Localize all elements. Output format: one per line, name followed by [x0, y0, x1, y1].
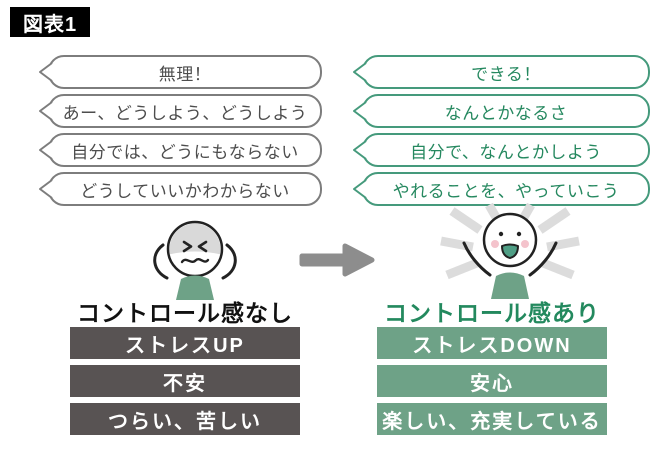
bubble-text: あー、どうしよう、どうしよう [62, 103, 308, 123]
positive-bubble-column: できる！ なんとかなるさ 自分で、なんとかしよう やれることを、やっていこう [353, 55, 650, 206]
left-caption: コントロール感なし [77, 300, 293, 326]
bubble-text: 自分で、なんとかしよう [410, 142, 602, 162]
bubble-tail-icon [353, 140, 367, 160]
right-arrow-icon [299, 243, 375, 277]
bubble-text: どうしていいかわからない [80, 181, 290, 201]
bubble-text: なんとかなるさ [444, 103, 568, 123]
right-caption: コントロール感あり [384, 300, 600, 326]
bubble-tail-icon [39, 101, 53, 121]
speech-bubble-positive: 自分で、なんとかしよう [353, 133, 650, 167]
negative-effect-boxes: ストレスUP 不安 つらい、苦しい [70, 327, 300, 435]
speech-bubble-negative: どうしていいかわからない [39, 172, 322, 206]
positive-effect-boxes: ストレスDOWN 安心 楽しい、充実している [377, 327, 607, 435]
bubble-text: やれることを、やっていこう [392, 181, 620, 201]
bubble-tail-icon [39, 62, 53, 82]
bubble-tail-icon [353, 62, 367, 82]
bubble-text: 無理！ [158, 64, 212, 84]
effect-box: 安心 [377, 365, 607, 397]
bubble-tail-icon [39, 179, 53, 199]
speech-bubble-negative: 自分では、どうにもならない [39, 133, 322, 167]
effect-box: 楽しい、充実している [377, 403, 607, 435]
speech-bubble-positive: なんとかなるさ [353, 94, 650, 128]
happy-person-cheering-icon [440, 203, 580, 299]
figure-badge: 図表1 [10, 7, 91, 37]
burst-rays-icon [440, 203, 580, 280]
bubble-text: できる！ [471, 64, 541, 84]
effect-box: ストレスDOWN [377, 327, 607, 359]
effect-box: つらい、苦しい [70, 403, 300, 435]
speech-bubble-positive: できる！ [353, 55, 650, 89]
effect-box: 不安 [70, 365, 300, 397]
bubble-tail-icon [353, 179, 367, 199]
effect-box: ストレスUP [70, 327, 300, 359]
figure-badge-label: 図表1 [23, 13, 78, 36]
bubble-tail-icon [353, 101, 367, 121]
bubble-tail-icon [39, 140, 53, 160]
speech-bubble-positive: やれることを、やっていこう [353, 172, 650, 206]
speech-bubble-negative: 無理！ [39, 55, 322, 89]
negative-bubble-column: 無理！ あー、どうしよう、どうしよう 自分では、どうにもならない どうしていいか… [39, 55, 322, 206]
stressed-person-icon [153, 220, 237, 300]
bubble-text: 自分では、どうにもならない [71, 142, 299, 162]
speech-bubble-negative: あー、どうしよう、どうしよう [39, 94, 322, 128]
